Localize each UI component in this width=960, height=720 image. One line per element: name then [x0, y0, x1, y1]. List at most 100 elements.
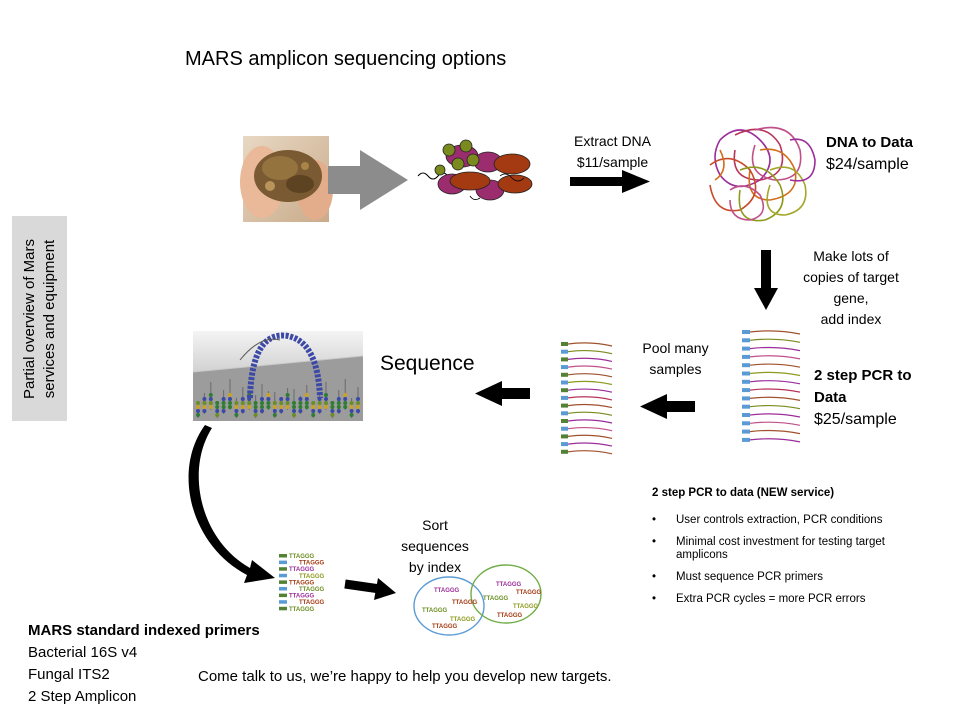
copies-label-line-3: gene,: [833, 290, 869, 306]
pcr-service-list: User controls extraction, PCR conditions…: [652, 514, 932, 606]
amplicon-strands-pooled: [561, 342, 613, 455]
cluster-bead: [279, 409, 284, 413]
standard-primers: MARS standard indexed primers Bacterial …: [28, 620, 260, 708]
index-tag: [742, 363, 750, 368]
cluster-bead: [349, 409, 354, 413]
index-tag: [561, 426, 568, 431]
index-tag: [561, 349, 568, 354]
cluster-bead: [324, 393, 328, 397]
dna-to-data-option: DNA to Data $24/sample: [826, 132, 913, 176]
index-tag: [742, 371, 750, 376]
cluster-bead: [317, 405, 322, 409]
arrow-down: [754, 250, 778, 310]
index-tag: [561, 449, 568, 454]
amplicon-strand: [567, 357, 613, 362]
cluster-bead: [298, 397, 303, 401]
cluster-bead: [324, 397, 328, 401]
sort-label-line-3: by index: [408, 559, 462, 575]
sorted-read-label: TTAGGG: [432, 624, 458, 630]
indexed-reads: TTAGGGTTAGGGTTAGGGTTAGGGTTAGGGTTAGGGTTAG…: [279, 554, 325, 613]
microbe-cells-cluster: [417, 139, 533, 201]
index-tag: [279, 593, 287, 598]
cluster-bead: [343, 393, 348, 397]
cluster-bead: [234, 409, 239, 413]
cluster-bead: [196, 413, 200, 417]
amplicon-strand: [749, 404, 801, 410]
pcr-service-heading: 2 step PCR to data (NEW service): [652, 487, 835, 499]
cluster-bead: [343, 397, 348, 401]
cluster-bead: [260, 401, 264, 405]
index-tag: [742, 396, 750, 401]
cluster-bead: [228, 401, 232, 405]
list-item: Must sequence PCR primers: [652, 571, 932, 584]
cluster-bead: [221, 405, 226, 409]
cluster-bead: [234, 405, 239, 409]
sorted-bins: TTAGGGTTAGGGTTAGGGTTAGGGTTAGGGTTAGGGTTAG…: [413, 564, 542, 636]
cluster-bead: [272, 405, 277, 409]
read-label: TTAGGG: [299, 587, 325, 593]
copies-label-line-2: copies of target: [803, 269, 899, 285]
cluster-bead: [356, 405, 360, 409]
cluster-bead: [234, 401, 239, 405]
amplicon-strand: [567, 403, 613, 409]
copies-label: Make lots of copies of target gene, add …: [792, 246, 910, 330]
primers-heading: MARS standard indexed primers: [28, 622, 260, 639]
copies-label-line-4: add index: [820, 311, 882, 327]
cluster-bead: [266, 393, 271, 397]
cluster-bead: [324, 401, 328, 405]
cluster-bead: [228, 397, 232, 401]
arrow-sequence: [475, 381, 530, 406]
cluster-bead: [247, 401, 252, 405]
index-tag: [742, 354, 750, 359]
cluster-bead: [311, 401, 316, 405]
amplicon-strand: [567, 411, 613, 416]
index-tag: [742, 338, 750, 343]
cluster-bead: [330, 405, 335, 409]
cluster-bead: [298, 409, 303, 413]
cluster-bead: [336, 409, 341, 413]
amplicon-strand: [567, 426, 613, 432]
cluster-bead: [311, 409, 316, 413]
cluster-bead: [272, 401, 277, 405]
amplicon-strand: [749, 330, 801, 335]
index-tag: [279, 580, 287, 584]
cluster-bead: [279, 397, 284, 401]
read-label: TTAGGG: [299, 561, 325, 567]
cluster-bead: [317, 409, 322, 413]
amplicon-strand: [567, 450, 613, 455]
amplicon-strand: [567, 380, 613, 386]
list-item: User controls extraction, PCR conditions: [652, 514, 932, 527]
index-tag: [742, 429, 750, 434]
cluster-bead: [215, 405, 220, 409]
cluster-bead: [202, 397, 207, 401]
index-tag: [742, 379, 750, 384]
index-tag: [279, 560, 287, 565]
index-tag: [742, 330, 750, 334]
cluster-bead: [349, 405, 354, 409]
cluster-bead: [228, 405, 232, 409]
list-item: Minimal cost investment for testing targ…: [652, 536, 932, 562]
index-tag: [561, 372, 568, 377]
arrow-pool: [640, 394, 695, 419]
sequencing-flowcell-image: [192, 331, 364, 421]
primer-item: 2 Step Amplicon: [28, 688, 137, 705]
cluster-bead: [356, 409, 360, 413]
cluster-bead: [292, 413, 296, 417]
cluster-bead: [196, 409, 200, 413]
cluster-bead: [285, 393, 290, 397]
cluster-bead: [272, 409, 277, 413]
cluster-bead: [196, 405, 200, 409]
cluster-bead: [304, 393, 309, 397]
pool-label: Pool many samples: [628, 338, 723, 380]
cluster-bead: [298, 405, 303, 409]
cluster-bead: [349, 413, 354, 417]
index-tag: [742, 413, 750, 417]
pcr-service-notes: 2 step PCR to data (NEW service) User co…: [652, 487, 932, 615]
extract-label-line-2: $11/sample: [576, 154, 649, 170]
pcr-to-data-price: $25/sample: [814, 411, 897, 428]
sorted-read-label: TTAGGG: [496, 582, 522, 588]
index-tag: [279, 600, 287, 604]
sorted-read-label: TTAGGG: [450, 617, 476, 623]
cluster-bead: [260, 409, 264, 413]
cluster-bead: [292, 401, 296, 405]
